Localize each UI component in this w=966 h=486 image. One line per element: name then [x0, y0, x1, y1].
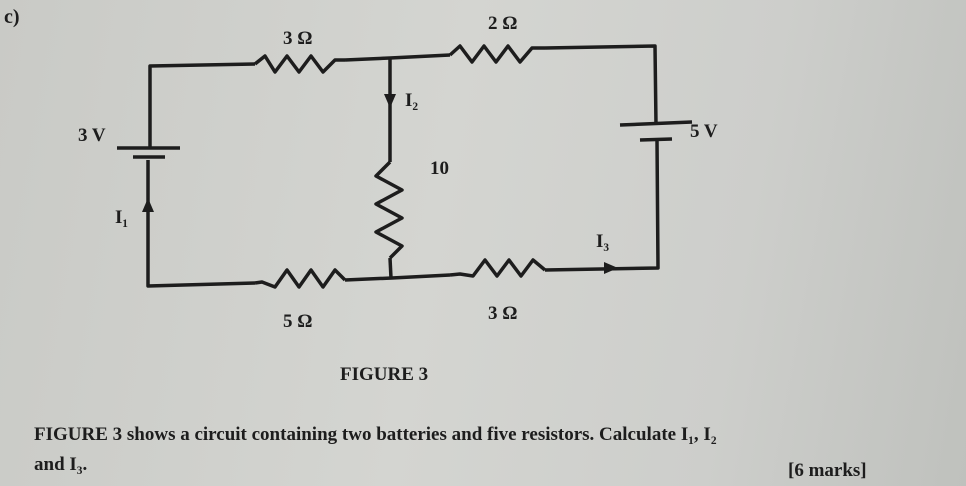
resistor-bottom-left [254, 268, 347, 289]
battery-right-short-plate [639, 137, 673, 142]
label-r-bottom-right: 3 Ω [488, 303, 518, 324]
label-battery-left: 3 V [78, 125, 106, 146]
arrow-i3-icon [604, 262, 618, 274]
resistor-middle [374, 160, 404, 260]
label-r-top-left: 3 Ω [283, 28, 313, 49]
resistor-bottom-right [449, 258, 547, 278]
question-text-line1: FIGURE 3 shows a circuit containing two … [34, 424, 717, 445]
wire-bottom-left [146, 160, 256, 288]
arrow-i2-icon [384, 94, 396, 108]
question-label: c) [4, 6, 20, 28]
wire-middle-lower [388, 257, 393, 279]
arrow-i1-icon [142, 198, 154, 212]
wire-bottom-middle [344, 273, 451, 282]
label-r-top-right: 2 Ω [488, 13, 518, 34]
wire-top-middle [344, 53, 451, 62]
label-battery-right: 5 V [690, 121, 718, 142]
wire-right [544, 139, 660, 272]
label-r-bottom-left: 5 Ω [283, 311, 313, 332]
resistor-top-left [253, 54, 345, 74]
label-current-3: I₃ [596, 231, 610, 252]
battery-right-long-plate [619, 120, 693, 127]
label-current-2: I₂ [405, 90, 419, 111]
label-r-middle: 10 [430, 158, 449, 179]
label-current-1: I₁ [115, 207, 129, 228]
figure-caption: FIGURE 3 [340, 364, 429, 385]
resistor-top-right [448, 44, 545, 64]
marks-label: [6 marks] [788, 460, 867, 481]
wire-top-left [148, 62, 256, 148]
wire-top-right [544, 44, 658, 126]
question-text-line2: and I₃. [34, 454, 88, 475]
